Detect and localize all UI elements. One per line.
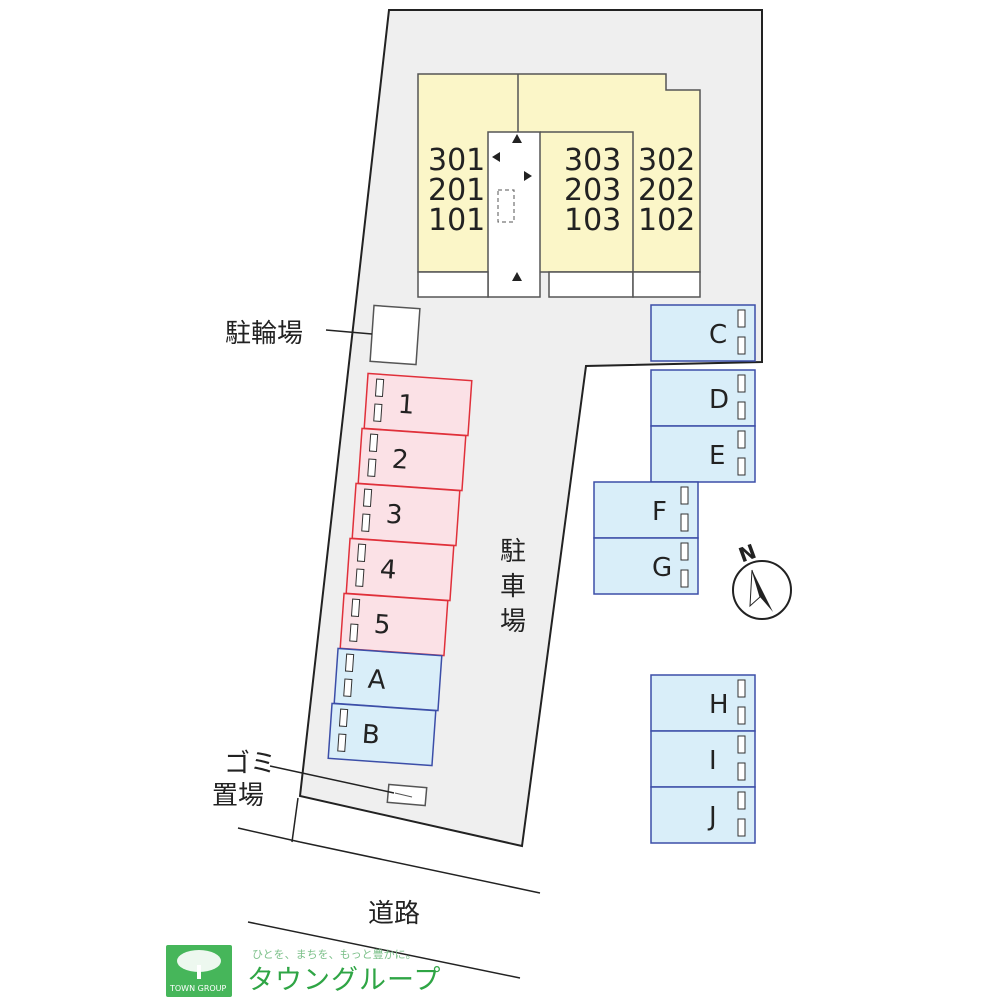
parking-slot-label: D: [709, 385, 729, 415]
unit-label: 303: [564, 143, 621, 178]
wheel-stop-icon: [737, 457, 746, 476]
parking-slot-D: D: [650, 369, 756, 427]
unit-label: 203: [564, 173, 621, 208]
unit-label: 201: [428, 173, 485, 208]
wheel-stop-icon: [737, 791, 746, 810]
arrow-icon: [512, 134, 522, 143]
apartment-building: [417, 73, 701, 298]
brand-name: タウングループ: [247, 965, 442, 996]
parking-slot-label: C: [709, 320, 727, 350]
parking-slot-label: 5: [373, 610, 392, 641]
wheel-stop-icon: [355, 568, 365, 587]
parking-slot-2: 2: [357, 427, 467, 492]
parking-slot-label: I: [709, 746, 717, 776]
parking-slot-label: 1: [397, 390, 416, 421]
parking-slot-label: J: [707, 802, 717, 832]
bicycle-parking-label: 駐輪場: [225, 319, 303, 349]
parking-slot-label: 4: [379, 555, 398, 586]
parking-slot-label: B: [361, 720, 381, 751]
parking-label-1: 駐: [500, 537, 526, 567]
parking-slot-label: 3: [385, 500, 404, 531]
parking-slot-4: 4: [345, 537, 455, 602]
unit-label: 102: [638, 203, 695, 238]
wheel-stop-icon: [356, 543, 367, 563]
wheel-stop-icon: [737, 401, 746, 420]
wheel-stop-icon: [737, 679, 746, 698]
wheel-stop-icon: [350, 598, 361, 618]
brand-tagline: ひとを、まちを、もっと豊かに。: [252, 948, 417, 961]
unit-label: 301: [428, 143, 485, 178]
wheel-stop-icon: [680, 486, 689, 505]
wheel-stop-icon: [737, 818, 746, 837]
wheel-stop-icon: [680, 569, 689, 588]
wheel-stop-icon: [737, 374, 746, 393]
wheel-stop-icon: [367, 458, 377, 477]
wheel-stop-icon: [374, 378, 385, 398]
wheel-stop-icon: [344, 653, 355, 673]
parking-slot-C: C: [650, 304, 756, 362]
unit-label: 202: [638, 173, 695, 208]
garbage-label-2: 置場: [212, 781, 264, 811]
wheel-stop-icon: [737, 309, 746, 328]
logo-small-text: TOWN GROUP: [170, 984, 227, 993]
wheel-stop-icon: [680, 542, 689, 561]
parking-label-2: 車: [500, 572, 526, 602]
wheel-stop-icon: [349, 623, 359, 642]
unit-label: 302: [638, 143, 695, 178]
parking-label-3: 場: [500, 607, 526, 637]
north-compass-icon: N: [732, 539, 792, 620]
parking-slot-J: J: [650, 786, 756, 844]
parking-slot-5: 5: [339, 592, 449, 657]
wheel-stop-icon: [737, 735, 746, 754]
parking-slot-label: H: [709, 690, 729, 720]
parking-slot-label: A: [367, 665, 387, 696]
wheel-stop-icon: [362, 488, 373, 508]
garbage-area: [386, 783, 428, 807]
parking-slot-label: E: [709, 441, 725, 471]
north-label: N: [735, 539, 759, 567]
wheel-stop-icon: [343, 678, 353, 697]
parking-slot-F: F: [593, 481, 699, 539]
brand-logo-icon: [166, 945, 232, 997]
wheel-stop-icon: [737, 430, 746, 449]
parking-slot-label: 2: [391, 445, 410, 476]
parking-slot-3: 3: [351, 482, 461, 547]
wheel-stop-icon: [680, 513, 689, 532]
wheel-stop-icon: [737, 706, 746, 725]
parking-slot-G: G: [593, 537, 699, 595]
parking-slot-B: B: [327, 702, 437, 767]
parking-slot-E: E: [650, 425, 756, 483]
unit-label: 101: [428, 203, 485, 238]
arrow-icon: [524, 171, 532, 181]
wheel-stop-icon: [737, 336, 746, 355]
bicycle-parking-area: [369, 304, 421, 366]
parking-slot-I: I: [650, 730, 756, 788]
parking-slot-label: F: [652, 497, 667, 527]
road-label: 道路: [368, 899, 420, 929]
parking-slot-A: A: [333, 647, 443, 712]
arrow-icon: [512, 272, 522, 281]
wheel-stop-icon: [368, 433, 379, 453]
right-parking-slots: C DE FG HIJ: [593, 304, 756, 844]
garbage-label-1: ゴミ: [224, 749, 276, 779]
arrow-icon: [492, 152, 500, 162]
parking-slot-H: H: [650, 674, 756, 732]
unit-label: 103: [564, 203, 621, 238]
wheel-stop-icon: [337, 733, 347, 752]
wheel-stop-icon: [737, 762, 746, 781]
left-parking-slots: 1 2 3 4 5AB: [327, 372, 473, 767]
wheel-stop-icon: [373, 403, 383, 422]
parking-slot-label: G: [652, 553, 672, 583]
parking-slot-1: 1: [363, 372, 473, 437]
wheel-stop-icon: [338, 708, 349, 728]
wheel-stop-icon: [361, 513, 371, 532]
